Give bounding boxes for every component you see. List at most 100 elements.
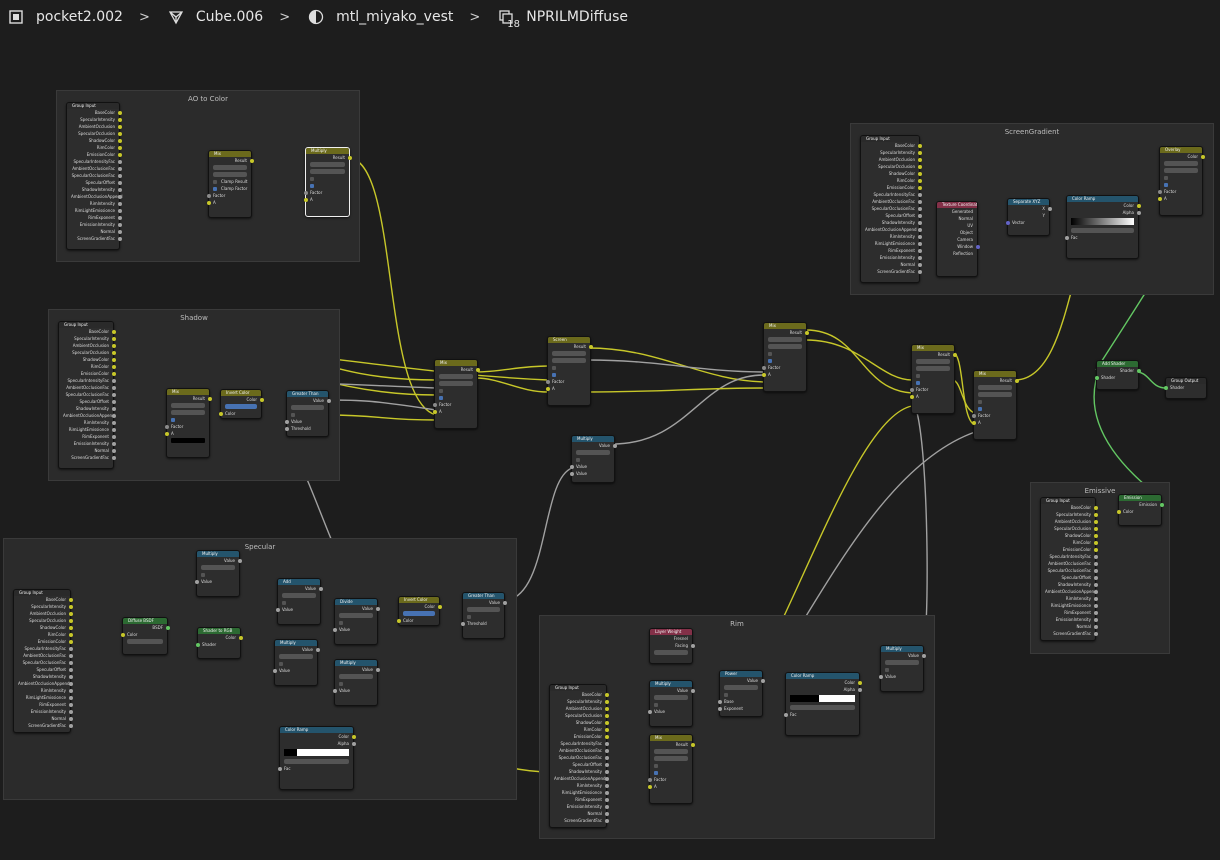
output-socket[interactable]: [857, 680, 862, 685]
input-socket[interactable]: [909, 394, 914, 399]
output-socket[interactable]: [917, 199, 922, 204]
output-socket[interactable]: [1159, 502, 1164, 507]
input-socket[interactable]: [332, 627, 337, 632]
output-socket[interactable]: [68, 653, 73, 658]
output-socket[interactable]: [917, 171, 922, 176]
input-socket[interactable]: [971, 420, 976, 425]
output-socket[interactable]: [917, 213, 922, 218]
input-socket[interactable]: [761, 372, 766, 377]
output-socket[interactable]: [111, 364, 116, 369]
input-socket[interactable]: [1094, 375, 1099, 380]
output-socket[interactable]: [604, 741, 609, 746]
output-socket[interactable]: [1093, 533, 1098, 538]
operation-dropdown[interactable]: [339, 613, 373, 618]
output-socket[interactable]: [237, 558, 242, 563]
output-socket[interactable]: [804, 330, 809, 335]
emission-node[interactable]: Emission Emission Color: [1116, 494, 1164, 526]
operation-dropdown[interactable]: [724, 685, 758, 690]
output-socket[interactable]: [111, 378, 116, 383]
output-socket[interactable]: [1093, 589, 1098, 594]
clamp-checkbox[interactable]: [339, 620, 343, 625]
output-socket[interactable]: [68, 681, 73, 686]
output-socket[interactable]: [1093, 512, 1098, 517]
output-socket[interactable]: [437, 604, 442, 609]
mode-dropdown[interactable]: [654, 756, 688, 761]
multiply-math-node[interactable]: Multiply Value Value: [647, 680, 695, 727]
clamp-result-checkbox[interactable]: [978, 399, 982, 404]
input-socket[interactable]: [284, 419, 289, 424]
output-socket[interactable]: [917, 227, 922, 232]
output-socket[interactable]: [917, 262, 922, 267]
clamp-checkbox[interactable]: [279, 661, 283, 666]
clamp-checkbox[interactable]: [467, 614, 471, 619]
clamp-result-checkbox[interactable]: [1164, 175, 1168, 180]
output-socket[interactable]: [68, 660, 73, 665]
output-socket[interactable]: [165, 625, 170, 630]
operation-dropdown[interactable]: [291, 405, 324, 410]
output-socket[interactable]: [68, 723, 73, 728]
output-socket[interactable]: [1093, 617, 1098, 622]
output-socket[interactable]: [111, 399, 116, 404]
operation-dropdown[interactable]: [279, 654, 313, 659]
output-socket[interactable]: [111, 434, 116, 439]
output-socket[interactable]: [117, 145, 122, 150]
output-socket[interactable]: [1093, 575, 1098, 580]
output-socket[interactable]: [375, 667, 380, 672]
output-socket[interactable]: [917, 255, 922, 260]
output-socket[interactable]: [604, 776, 609, 781]
output-socket[interactable]: [111, 420, 116, 425]
frame-specular[interactable]: Specular: [3, 538, 517, 800]
output-socket[interactable]: [259, 397, 264, 402]
mix-node[interactable]: Mix Result Factor A: [761, 322, 809, 392]
input-socket[interactable]: [277, 766, 282, 771]
output-socket[interactable]: [111, 406, 116, 411]
output-socket[interactable]: [1136, 210, 1141, 215]
invert-color-node[interactable]: Invert Color Color Color: [218, 389, 264, 419]
add-shader-node[interactable]: Add Shader Shader Shader: [1094, 360, 1141, 390]
output-socket[interactable]: [690, 742, 695, 747]
clamp-result-checkbox[interactable]: [916, 373, 920, 378]
output-socket[interactable]: [68, 639, 73, 644]
clamp-checkbox[interactable]: [724, 692, 728, 697]
output-socket[interactable]: [604, 818, 609, 823]
output-socket[interactable]: [604, 769, 609, 774]
pos-field[interactable]: [284, 759, 349, 764]
operation-dropdown[interactable]: [201, 565, 235, 570]
input-socket[interactable]: [878, 674, 883, 679]
output-socket[interactable]: [604, 734, 609, 739]
input-socket[interactable]: [195, 642, 200, 647]
input-socket[interactable]: [761, 365, 766, 370]
output-socket[interactable]: [315, 647, 320, 652]
input-socket[interactable]: [569, 464, 574, 469]
input-socket[interactable]: [284, 426, 289, 431]
output-socket[interactable]: [111, 371, 116, 376]
output-socket[interactable]: [1093, 596, 1098, 601]
mode-dropdown[interactable]: [552, 358, 586, 363]
greater-than-node[interactable]: Greater Than Value Value Threshold: [284, 390, 331, 437]
output-socket[interactable]: [117, 131, 122, 136]
output-socket[interactable]: [690, 688, 695, 693]
mode-dropdown[interactable]: [171, 410, 205, 415]
clamp-factor-checkbox[interactable]: [552, 372, 556, 377]
output-socket[interactable]: [604, 727, 609, 732]
output-socket[interactable]: [117, 173, 122, 178]
input-socket[interactable]: [1157, 189, 1162, 194]
clamp-factor-checkbox[interactable]: [439, 395, 443, 400]
output-socket[interactable]: [604, 720, 609, 725]
output-socket[interactable]: [1093, 603, 1098, 608]
output-socket[interactable]: [68, 667, 73, 672]
output-socket[interactable]: [68, 611, 73, 616]
color-ramp-node[interactable]: Color Ramp Color Alpha Fac: [783, 672, 862, 736]
output-socket[interactable]: [612, 443, 617, 448]
output-socket[interactable]: [1093, 526, 1098, 531]
color-ramp-gradient[interactable]: [790, 695, 855, 702]
output-socket[interactable]: [111, 427, 116, 432]
input-socket[interactable]: [569, 471, 574, 476]
input-socket[interactable]: [332, 688, 337, 693]
output-socket[interactable]: [917, 185, 922, 190]
type-dropdown[interactable]: [916, 359, 950, 364]
clamp-factor-checkbox[interactable]: [978, 406, 982, 411]
output-socket[interactable]: [604, 692, 609, 697]
output-socket[interactable]: [690, 643, 695, 648]
output-socket[interactable]: [117, 117, 122, 122]
